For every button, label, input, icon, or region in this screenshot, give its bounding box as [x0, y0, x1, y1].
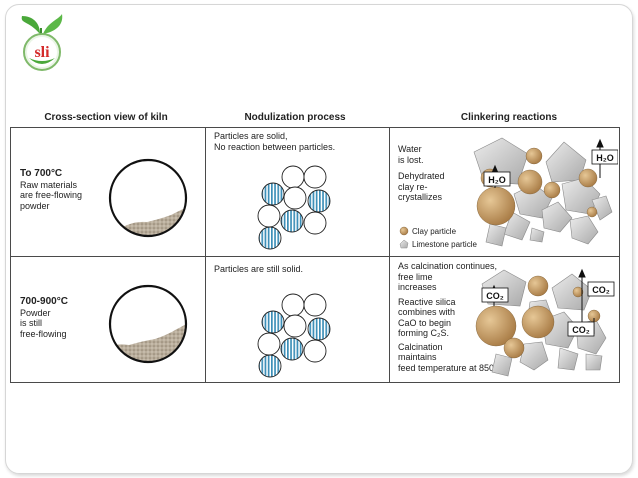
row1-reaction-line: crystallizes [398, 192, 443, 202]
row1-reaction-line: is lost. [398, 154, 424, 165]
row2-clinker-illustration: CO₂ CO₂ CO₂ [475, 268, 615, 377]
row2-kiln-line: is still [20, 318, 42, 328]
table-col-divider-2 [389, 127, 390, 383]
row2-gas-label: CO₂ [592, 285, 610, 295]
svg-text:sli: sli [34, 44, 50, 61]
row2-reaction-text: As calcination continues, free lime incr… [398, 261, 507, 373]
row1-kiln-text: To 700°C Raw materials are free-flowing … [20, 168, 83, 211]
row1-reaction-line: Water [398, 144, 422, 154]
table-right-border [619, 127, 620, 383]
row1-clinker-illustration: H₂O H₂O Clay particle Limestone particle [399, 137, 618, 249]
row1-temp-label: To 700°C [20, 168, 63, 179]
row1-nodule-line: No reaction between particles. [214, 141, 336, 152]
row2-particle-cluster [257, 293, 331, 378]
limestone-legend-icon [399, 239, 409, 249]
row2-kiln-text: 700-900°C Powder is still free-flowing [20, 296, 68, 339]
table-bottom-border [10, 382, 620, 383]
row2-reaction-line: forming C₂S. [398, 328, 450, 338]
slide-frame [5, 4, 633, 474]
row1-gas-label: H₂O [488, 175, 506, 185]
row2-reaction-line: increases [398, 282, 437, 292]
row2-temp-label: 700-900°C [20, 296, 68, 307]
row2-kiln-cross-section [108, 284, 188, 364]
header-kiln: Cross-section view of kiln [44, 112, 168, 123]
legend-clay-label: Clay particle [412, 227, 457, 236]
row2-reaction-line: Calcination [398, 341, 443, 352]
header-nodulization: Nodulization process [244, 112, 346, 123]
row2-powder [110, 321, 186, 362]
row2-reaction-line: feed temperature at 850°C. [398, 362, 507, 373]
row1-reaction-line: Dehydrated [398, 171, 445, 181]
legend-limestone-label: Limestone particle [412, 240, 477, 249]
row2-reaction-line: CaO to begin [398, 317, 452, 328]
process-table [10, 127, 620, 383]
row2-nodule-line: Particles are still solid. [214, 264, 304, 274]
row1-particle-cluster [257, 165, 331, 250]
row2-reaction-line: combines with [398, 307, 456, 317]
row1-nodule-text: Particles are solid, No reaction between… [214, 131, 335, 152]
row2-kiln-line: Powder [20, 307, 51, 318]
row1-nodule-line: Particles are solid, [214, 131, 288, 141]
row1-gas-label: H₂O [596, 153, 614, 163]
table-top-border [10, 127, 620, 128]
row1-reaction-text: Water is lost. Dehydrated clay re- cryst… [398, 144, 445, 203]
row2-gas-label: CO₂ [486, 291, 504, 301]
row1-kiln-cross-section [108, 158, 188, 238]
row2-reaction-line: Reactive silica [398, 296, 456, 307]
row1-kiln-line: Raw materials [20, 179, 78, 190]
row1-kiln-line: powder [20, 200, 50, 211]
table-row-divider [10, 256, 620, 257]
table-col-divider-1 [205, 127, 206, 383]
row2-reaction-line: free lime [398, 271, 433, 282]
row2-reaction-line: maintains [398, 352, 437, 362]
logo-icon: sli [21, 14, 63, 71]
row1-kiln-line: are free-flowing [20, 190, 83, 200]
row1-reaction-line: clay re- [398, 181, 428, 192]
row2-gas-label: CO₂ [572, 325, 590, 335]
header-clinkering: Clinkering reactions [460, 112, 558, 123]
clay-legend-icon [399, 226, 409, 236]
table-left-border [10, 127, 11, 383]
row2-kiln-line: free-flowing [20, 328, 67, 339]
row2-reaction-line: As calcination continues, [398, 261, 498, 271]
row2-nodule-text: Particles are still solid. [214, 264, 303, 275]
